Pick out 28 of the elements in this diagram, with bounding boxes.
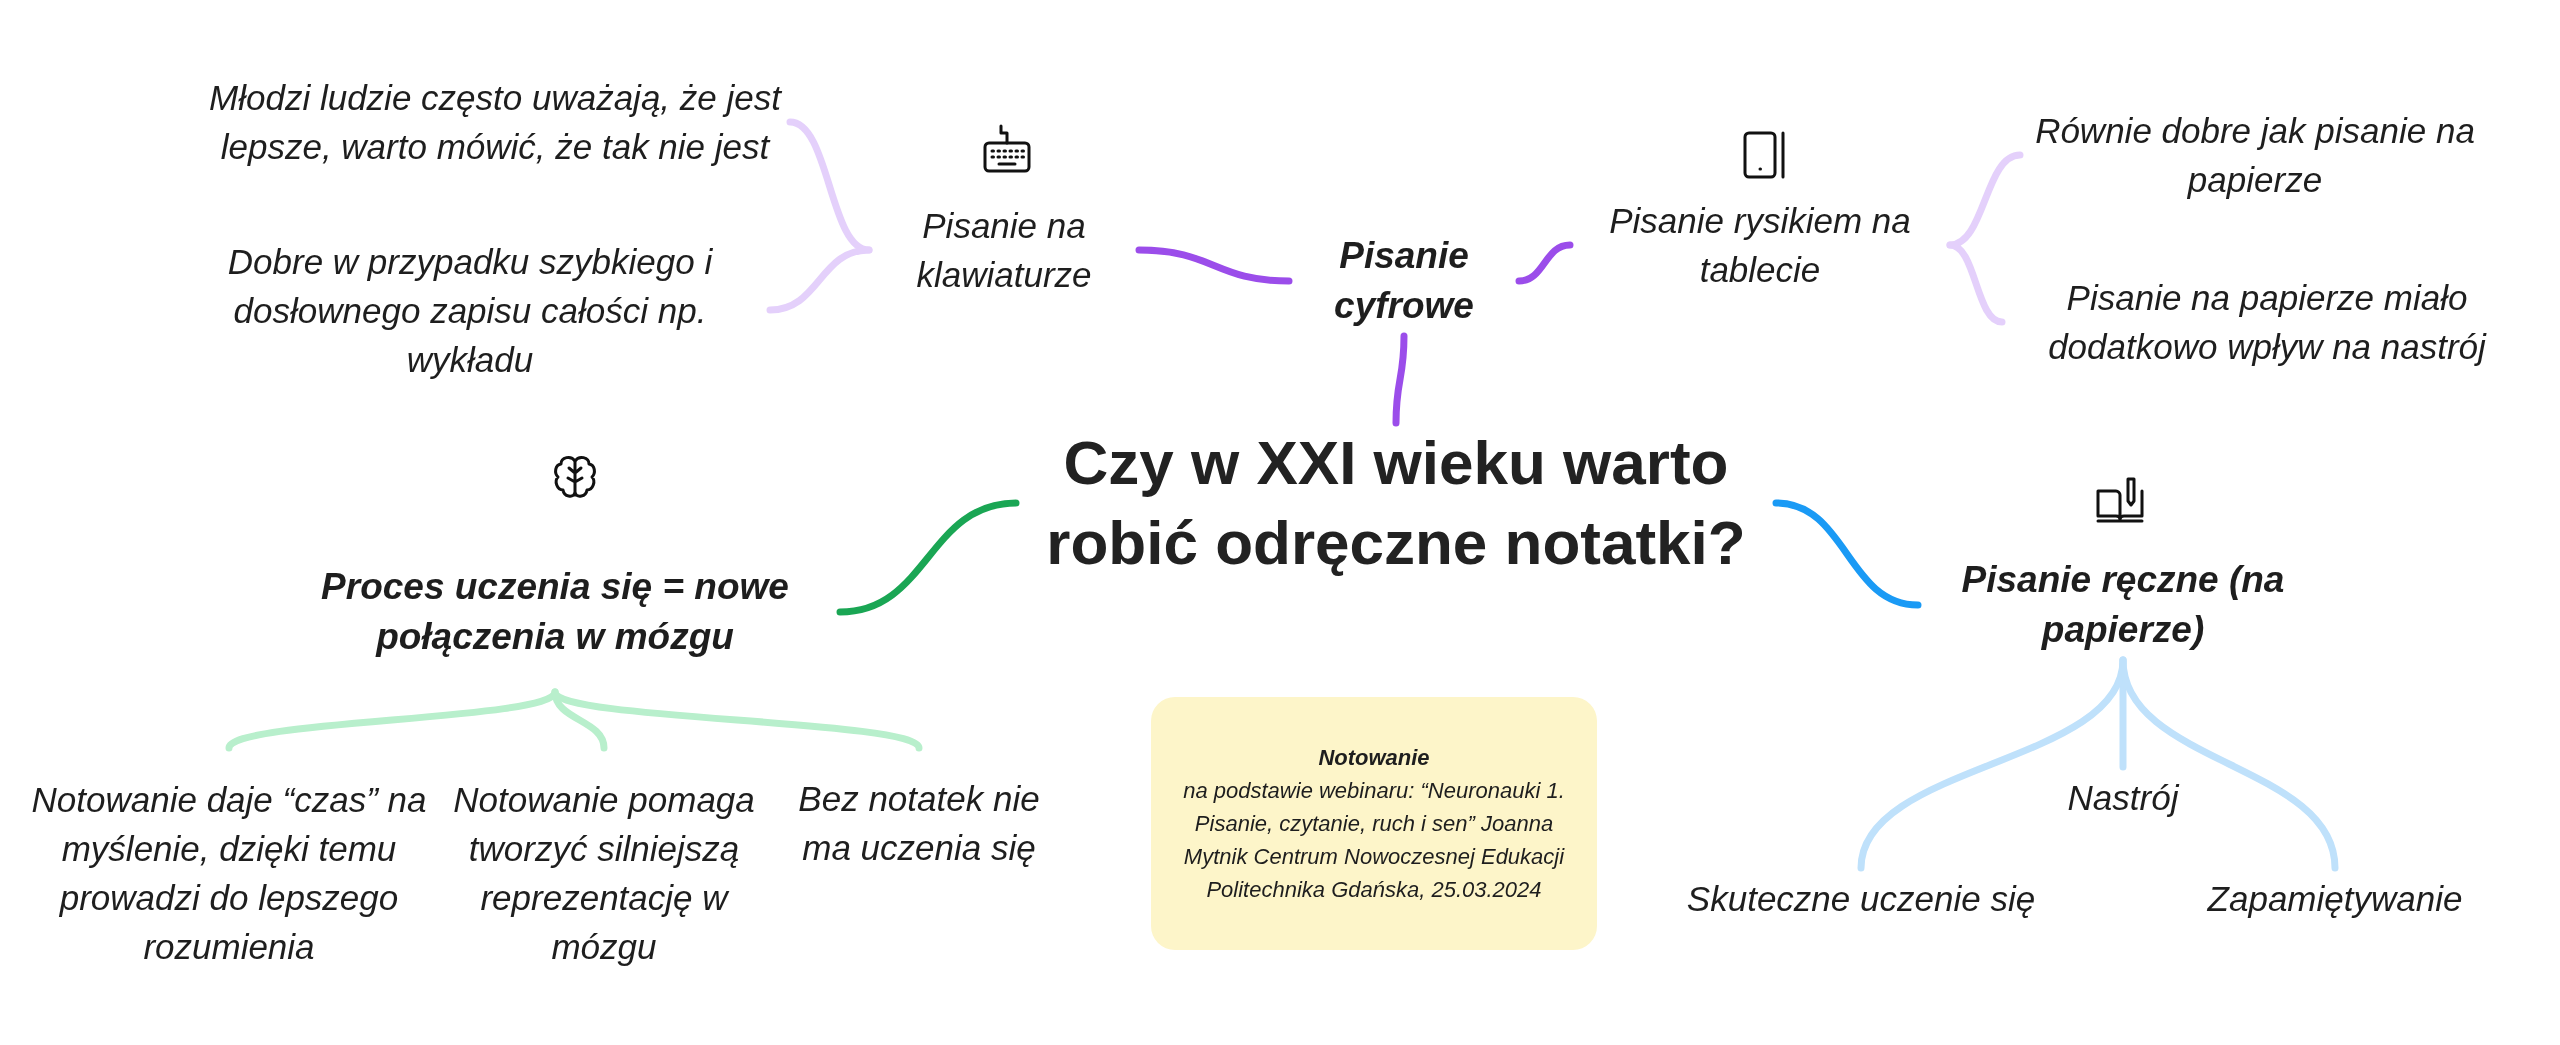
central-topic: Czy w XXI wieku warto robić odręczne notatki?: [1016, 423, 1776, 583]
note-body: na podstawie webinaru: “Neuronauki 1. Pisanie, czytanie, ruch i sen” Joanna Mytnik Centrum Nowoczesnej Edukacji Politechnika Gdańska, 25.03.2024: [1182, 777, 1566, 904]
branch-label: Pisanie rysikiem na tablecie: [1570, 190, 1950, 300]
branch-line: [1946, 241, 2006, 326]
branch-label: Proces uczenia się = nowe połączenia w mózgu: [270, 532, 840, 692]
note-text: Bez notatek nie ma uczenia się: [784, 748, 1054, 898]
note-text: Równie dobre jak pisanie na papierze: [2020, 100, 2490, 210]
branch-label: Pisanie cyfrowe: [1289, 226, 1519, 336]
branch-line: [1392, 332, 1408, 427]
branch-label: Pisanie ręczne (na papierze): [1918, 550, 2328, 660]
branch-label: Pisanie na klawiaturze: [869, 195, 1139, 305]
branch-line: [551, 688, 923, 752]
note-text: Skuteczne uczenie się: [1636, 868, 2086, 928]
note-text: Nastrój: [2023, 767, 2223, 827]
note-text: Zapamiętywanie: [2145, 868, 2525, 928]
branch-line: [1515, 241, 1574, 285]
note-text: Notowanie daje “czas” na myślenie, dzięki temu prowadzi do lepszego rozumienia: [24, 748, 434, 998]
note-text: Notowanie pomaga tworzyć silniejszą reprezentację w mózgu: [444, 748, 764, 998]
note-heading: Notowanie: [1318, 744, 1430, 772]
branch-line: [766, 246, 873, 314]
branch-line: [2119, 656, 2339, 872]
note-text: Pisanie na papierze miało dodatkowo wpływ na nastrój: [2002, 242, 2532, 402]
branch-line: [836, 499, 1020, 616]
note-text: Dobre w przypadku szybkiego i dosłownego zapisu całości np. wykładu: [170, 230, 770, 390]
branch-line: [1772, 499, 1922, 609]
note-text: Młodzi ludzie często uważają, że jest lepsze, warto mówić, że tak nie jest: [200, 42, 790, 202]
branch-line: [1135, 246, 1293, 285]
note-card: [1151, 697, 1597, 950]
